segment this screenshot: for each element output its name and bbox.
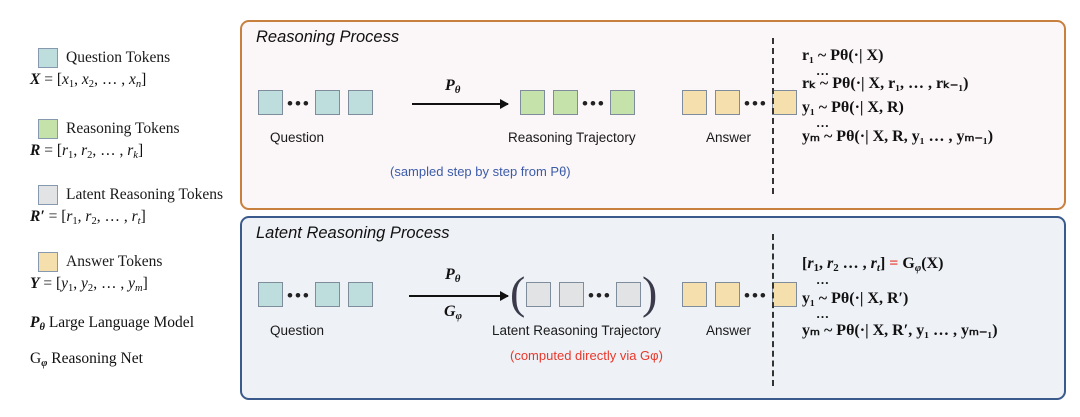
legend: Question Tokens X = [x1, x2, … , xn] Rea…	[0, 0, 236, 417]
legend-formula-answer: Y = [y1, y2, … , ym]	[30, 275, 148, 294]
latent-reasoning-process-panel: Latent Reasoning Process ••• Question Pθ…	[240, 216, 1066, 400]
question-token-row: •••	[258, 282, 373, 307]
legend-item-latent: Latent Reasoning Tokens	[38, 185, 223, 205]
answer-group-label: Answer	[706, 323, 752, 338]
question-token-row: •••	[258, 90, 373, 115]
ellipsis: •••	[287, 94, 311, 113]
left-paren: (	[510, 267, 526, 318]
answer-token	[715, 282, 740, 307]
answer-token	[682, 282, 707, 307]
formula-line: yₘ ~ Pθ(·| X, R′, y₁ … , yₘ₋₁)	[802, 321, 998, 339]
formula-ellipsis: …	[816, 62, 830, 78]
formula-line: yₘ ~ Pθ(·| X, R, y₁ … , yₘ₋₁)	[802, 127, 994, 145]
question-token	[314, 282, 340, 307]
latent-trajectory-row: •••	[526, 282, 641, 307]
question-token	[258, 90, 283, 115]
legend-formula-question: X = [x1, x2, … , xn]	[30, 71, 147, 90]
formula-line: rₖ ~ Pθ(·| X, r₁, … , rₖ₋₁)	[802, 75, 969, 93]
answer-token-row: •••	[682, 90, 797, 115]
formula-ellipsis: …	[816, 305, 830, 321]
transition-arrow	[412, 99, 509, 109]
answer-token-swatch	[38, 252, 58, 272]
question-group-label: Question	[270, 130, 325, 145]
answer-token	[682, 90, 707, 115]
arrow-label-gphi: Gφ	[444, 303, 462, 323]
ellipsis: •••	[744, 286, 768, 305]
formula-ellipsis: …	[816, 115, 830, 131]
top-formula-block: r₁ ~ Pθ(·| X) … rₖ ~ Pθ(·| X, r₁, … , rₖ…	[802, 47, 994, 146]
legend-item-label: Question Tokens	[66, 49, 171, 66]
legend-item-label: Answer Tokens	[66, 253, 163, 270]
transition-arrow	[409, 291, 509, 301]
question-group-label: Question	[270, 323, 325, 338]
panel-title: Latent Reasoning Process	[256, 224, 450, 242]
ellipsis: •••	[582, 94, 606, 113]
legend-item-label: Reasoning Tokens	[66, 120, 180, 137]
legend-formula-latent: R′ = [r1, r2, … , rt]	[30, 208, 146, 227]
arrow-label-ptheta: Pθ	[445, 266, 461, 286]
reasoning-token	[609, 90, 635, 115]
right-paren: )	[642, 267, 658, 318]
latent-token	[526, 282, 551, 307]
sampling-note: (sampled step by step from Pθ)	[390, 164, 571, 179]
bottom-formula-block: [r1, r2 … , rt] = Gφ(X) … y₁ ~ Pθ(·| X, …	[802, 255, 998, 339]
question-token	[314, 90, 340, 115]
formula-ellipsis: …	[816, 272, 830, 288]
ellipsis: •••	[744, 94, 768, 113]
answer-group-label: Answer	[706, 130, 752, 145]
legend-item-reasoning: Reasoning Tokens	[38, 119, 180, 139]
reasoning-trajectory-label: Reasoning Trajectory	[508, 130, 636, 145]
latent-token-swatch	[38, 185, 58, 205]
panel-divider	[772, 38, 774, 194]
formula-line: y₁ ~ Pθ(·| X, R′)	[802, 290, 909, 308]
answer-token	[771, 282, 797, 307]
answer-token	[715, 90, 740, 115]
legend-item-label: Latent Reasoning Tokens	[66, 186, 224, 203]
arrow-label-ptheta: Pθ	[445, 77, 461, 97]
ellipsis: •••	[588, 286, 612, 305]
reasoning-token-swatch	[38, 119, 58, 139]
question-token-swatch	[38, 48, 58, 68]
legend-definition-text: Reasoning Net	[51, 350, 143, 367]
latent-token	[615, 282, 641, 307]
reasoning-trajectory-row: •••	[520, 90, 635, 115]
legend-definition-text: Large Language Model	[48, 314, 194, 331]
legend-definition-llm: Pθ Large Language Model	[30, 314, 194, 333]
legend-formula-reasoning: R = [r1, r2, … , rk]	[30, 142, 144, 161]
latent-token	[559, 282, 584, 307]
reasoning-token	[520, 90, 545, 115]
question-token	[347, 90, 373, 115]
formula-line: r₁ ~ Pθ(·| X)	[802, 47, 884, 64]
legend-definition-reasoning-net: Gφ Reasoning Net	[30, 350, 143, 369]
computed-note: (computed directly via Gφ)	[510, 348, 663, 363]
question-token	[258, 282, 283, 307]
panel-title: Reasoning Process	[256, 28, 400, 46]
reasoning-token	[553, 90, 578, 115]
reasoning-process-panel: Reasoning Process ••• Question Pθ ••• Re…	[240, 20, 1066, 210]
formula-line: y₁ ~ Pθ(·| X, R)	[802, 99, 904, 117]
legend-item-question: Question Tokens	[38, 48, 170, 68]
ellipsis: •••	[287, 286, 311, 305]
answer-token	[771, 90, 797, 115]
latent-trajectory-label: Latent Reasoning Trajectory	[492, 323, 661, 338]
panel-divider	[772, 234, 774, 386]
answer-token-row: •••	[682, 282, 797, 307]
legend-item-answer: Answer Tokens	[38, 252, 162, 272]
question-token	[347, 282, 373, 307]
formula-line: [r1, r2 … , rt] = Gφ(X)	[802, 255, 944, 275]
